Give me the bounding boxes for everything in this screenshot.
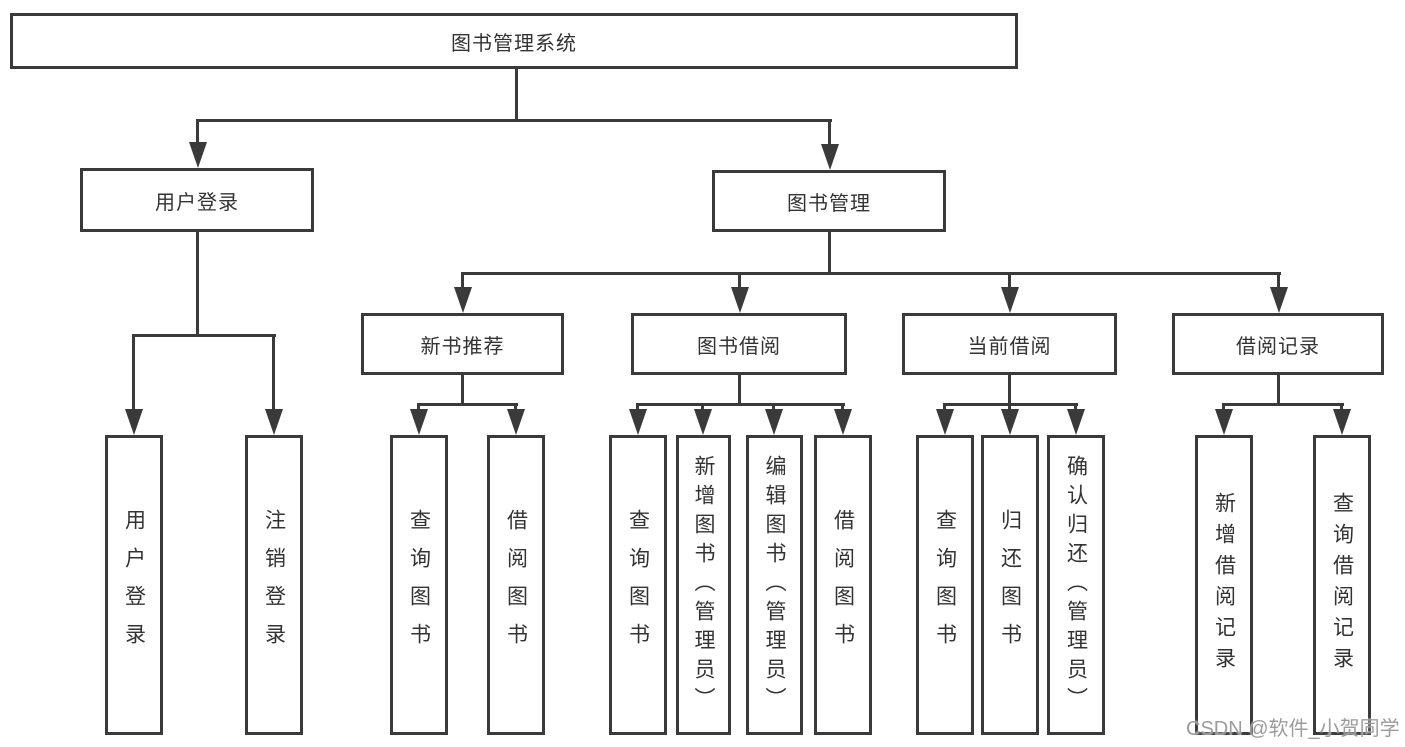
arrowhead-icon [507,409,525,435]
connector-line [461,375,464,406]
leaf-query-books-current-label: 查询图书 [933,509,957,661]
node-user-login: 用户登录 [80,168,314,232]
connector-line [1008,375,1011,406]
node-book-borrowing-label: 图书借阅 [697,335,781,358]
arrowhead-icon [1001,409,1019,435]
connector-line [738,375,741,406]
leaf-user-login: 用户登录 [105,435,163,735]
leaf-query-borrow-record-label: 查询借阅记录 [1330,492,1354,678]
arrowhead-icon [629,409,647,435]
arrowhead-icon [936,409,954,435]
leaf-return-books: 归还图书 [981,435,1039,735]
node-new-book-recommend: 新书推荐 [361,313,564,375]
leaf-edit-book-admin: 编辑图书（管理员） [746,435,803,735]
connector-line [738,272,741,294]
arrowhead-icon [189,142,207,168]
connector-line [1222,403,1344,406]
arrowhead-icon [1067,409,1085,435]
leaf-query-books-borrowing: 查询图书 [609,435,667,735]
arrowhead-icon [765,409,783,435]
node-current-borrowing-label: 当前借阅 [967,335,1052,358]
leaf-logout-label: 注销登录 [262,509,286,661]
arrowhead-icon [821,144,839,170]
arrowhead-icon [1215,409,1233,435]
arrowhead-icon [834,409,852,435]
leaf-query-borrow-record: 查询借阅记录 [1313,435,1371,735]
connector-line [272,334,275,414]
connector-line [132,334,135,414]
arrowhead-icon [125,409,143,435]
node-new-book-recommend-label: 新书推荐 [420,335,505,358]
leaf-add-borrow-record-label: 新增借阅记录 [1212,492,1236,678]
node-borrowing-records: 借阅记录 [1172,313,1384,375]
leaf-add-borrow-record: 新增借阅记录 [1195,435,1253,735]
node-borrowing-records-label: 借阅记录 [1236,335,1320,358]
leaf-query-books-borrowing-label: 查询图书 [626,509,650,661]
leaf-query-books-recommend-label: 查询图书 [407,509,431,661]
leaf-borrow-books-recommend-label: 借阅图书 [504,509,528,661]
node-library-system-label: 图书管理系统 [451,32,577,55]
arrowhead-icon [1270,287,1288,313]
connector-line [828,232,831,275]
connector-line [636,403,845,406]
arrowhead-icon [1001,287,1019,313]
node-book-borrowing: 图书借阅 [631,313,847,375]
leaf-add-book-admin-label: 新增图书（管理员） [692,454,715,716]
connector-line [1277,375,1280,406]
connector-line [417,403,518,406]
leaf-user-login-label: 用户登录 [122,509,146,661]
leaf-borrow-books: 借阅图书 [814,435,872,735]
arrowhead-icon [694,409,712,435]
node-book-management-label: 图书管理 [787,192,871,215]
leaf-add-book-admin: 新增图书（管理员） [676,435,731,735]
connector-line [196,232,199,337]
leaf-query-books-current: 查询图书 [916,435,974,735]
connector-line [1008,272,1011,294]
connector-line [828,119,831,151]
node-book-management: 图书管理 [712,170,946,232]
arrowhead-icon [731,287,749,313]
node-library-system: 图书管理系统 [10,13,1018,69]
arrowhead-icon [410,409,428,435]
connector-line [461,272,1281,275]
leaf-logout: 注销登录 [245,435,303,735]
connector-line [515,69,518,121]
node-current-borrowing: 当前借阅 [902,313,1117,375]
node-user-login-label: 用户登录 [155,191,239,214]
csdn-watermark: CSDN @软件_小贺同学 [1186,718,1400,740]
arrowhead-icon [1333,409,1351,435]
connector-line [1277,272,1280,294]
leaf-confirm-return-admin: 确认归还（管理员） [1047,435,1105,735]
arrowhead-icon [454,287,472,313]
connector-line [196,119,832,122]
arrowhead-icon [265,409,283,435]
leaf-borrow-books-label: 借阅图书 [831,509,855,661]
connector-line [196,119,199,151]
leaf-query-books-recommend: 查询图书 [390,435,448,735]
leaf-confirm-return-admin-label: 确认归还（管理员） [1064,454,1088,716]
leaf-borrow-books-recommend: 借阅图书 [487,435,545,735]
leaf-edit-book-admin-label: 编辑图书（管理员） [763,454,786,716]
connector-line [132,334,276,337]
leaf-return-books-label: 归还图书 [998,509,1022,661]
connector-line [461,272,464,294]
